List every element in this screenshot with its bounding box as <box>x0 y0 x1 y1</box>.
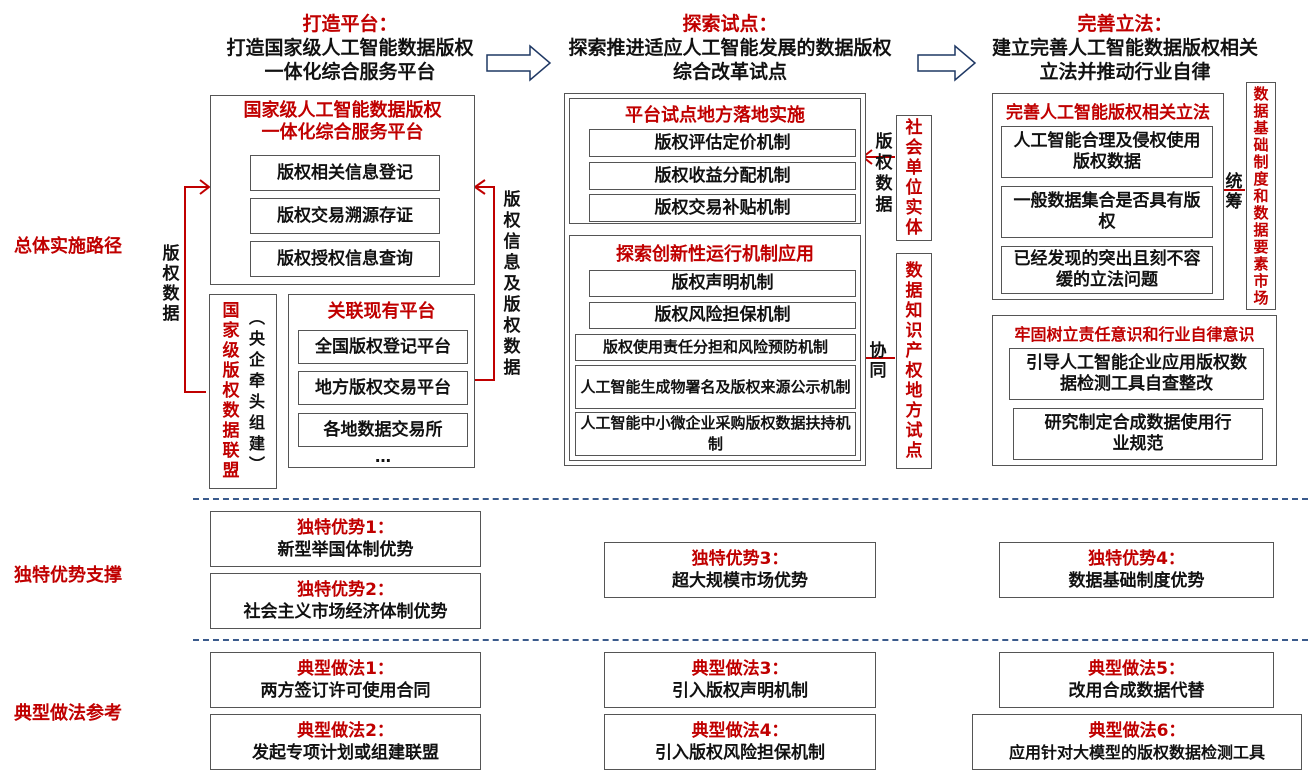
practice-card: 典型做法1： 两方签订许可使用合同 <box>210 652 481 708</box>
pilot-side-label: 版 权 数 据 <box>875 132 893 215</box>
header-arrow-2 <box>917 44 977 82</box>
platform-item: 版权交易溯源存证 <box>250 198 440 234</box>
social-entity-label: 社 会 单 位 实 体 <box>905 118 923 238</box>
advantage-title: 独特优势1： <box>297 518 394 538</box>
advantage-title: 独特优势4： <box>1088 549 1185 569</box>
innovation-item: 人工智能生成物署名及版权来源公示机制 <box>575 365 856 409</box>
legislation-title: 完善人工智能版权相关立法 <box>1006 103 1210 123</box>
left-side-label: 版 权 数 据 <box>162 244 180 324</box>
header-arrow-1 <box>486 44 552 82</box>
pilot-item: 版权交易补贴机制 <box>589 194 856 222</box>
practice-text: 应用针对大模型的版权数据检测工具 <box>1008 743 1265 762</box>
coop-label: 协 同 <box>869 341 887 381</box>
advantage-text: 超大规模市场优势 <box>672 571 808 591</box>
middle-arrow-label: 版 权 信 息 及 版 权 数 据 <box>503 189 521 378</box>
platform-item: 版权相关信息登记 <box>250 155 440 191</box>
column-subtitle: 探索推进适应人工智能发展的数据版权 综合改革试点 <box>568 37 892 83</box>
innovation-item: 版权声明机制 <box>589 270 856 297</box>
selfdisc-item: 研究制定合成数据使用行业规范 <box>1013 408 1263 460</box>
practice-title: 典型做法1： <box>297 659 394 679</box>
related-item: 各地数据交易所 <box>298 413 468 447</box>
column-header-legislation: 完善立法： 建立完善人工智能数据版权相关 立法并推动行业自律 <box>965 12 1285 84</box>
practice-card: 典型做法6： 应用针对大模型的版权数据检测工具 <box>972 714 1302 770</box>
innovation-item: 人工智能中小微企业采购版权数据扶持机制 <box>575 412 856 456</box>
advantage-text: 社会主义市场经济体制优势 <box>243 602 448 622</box>
related-item: 全国版权登记平台 <box>298 330 468 364</box>
data-market-label: 数 据 基 础 制 度 和 数 据 要 素 市 场 <box>1253 84 1269 307</box>
practice-text: 发起专项计划或组建联盟 <box>252 743 439 763</box>
alliance-note: ︵ 央 企 牵 头 组 建 ︶ <box>248 308 265 474</box>
platform-item: 版权授权信息查询 <box>250 241 440 277</box>
platform-title: 国家级人工智能数据版权 一体化综合服务平台 <box>243 100 442 143</box>
advantage-card: 独特优势1： 新型举国体制优势 <box>210 511 481 567</box>
advantage-card: 独特优势3： 超大规模市场优势 <box>604 542 876 598</box>
data-market-box <box>1246 82 1276 310</box>
innovation-item: 版权风险担保机制 <box>589 302 856 329</box>
column-title: 完善立法： <box>1077 13 1173 35</box>
legislation-item: 人工智能合理及侵权使用版权数据 <box>1001 126 1213 178</box>
practice-title: 典型做法4： <box>691 721 789 741</box>
practice-title: 典型做法2： <box>297 721 394 741</box>
row-label-advantages: 独特优势支撑 <box>14 565 122 586</box>
row-label-practices: 典型做法参考 <box>14 703 122 724</box>
social-entity-box <box>896 115 932 241</box>
left-data-arrow <box>184 179 211 393</box>
selfdisc-title: 牢固树立责任意识和行业自律意识 <box>1014 325 1255 344</box>
pilot-item: 版权评估定价机制 <box>589 129 856 157</box>
innovation-item: 版权使用责任分担和风险预防机制 <box>575 334 856 361</box>
practice-title: 典型做法3： <box>691 659 789 679</box>
column-header-platform: 打造平台： 打造国家级人工智能数据版权 一体化综合服务平台 <box>200 12 500 84</box>
practice-card: 典型做法2： 发起专项计划或组建联盟 <box>210 714 481 770</box>
column-title: 探索试点： <box>682 13 778 35</box>
advantage-title: 独特优势3： <box>691 549 789 569</box>
advantage-text: 数据基础制度优势 <box>1068 571 1205 591</box>
practice-card: 典型做法3： 引入版权声明机制 <box>604 652 876 708</box>
divider-2 <box>193 639 1308 641</box>
pilot-item: 版权收益分配机制 <box>589 162 856 190</box>
practice-text: 引入版权声明机制 <box>672 681 808 701</box>
advantage-card: 独特优势2： 社会主义市场经济体制优势 <box>210 573 481 629</box>
practice-title: 典型做法6： <box>1088 721 1186 741</box>
related-title: 关联现有平台 <box>327 301 436 322</box>
column-subtitle: 打造国家级人工智能数据版权 一体化综合服务平台 <box>226 37 474 83</box>
divider-1 <box>193 498 1308 500</box>
advantage-card: 独特优势4： 数据基础制度优势 <box>999 542 1274 598</box>
alliance-box <box>209 294 277 489</box>
legislation-item: 已经发现的突出且刻不容缓的立法问题 <box>1001 246 1213 294</box>
selfdisc-item: 引导人工智能企业应用版权数据检测工具自查整改 <box>1009 348 1264 400</box>
practice-text: 改用合成数据代替 <box>1068 681 1205 701</box>
column-header-pilot: 探索试点： 探索推进适应人工智能发展的数据版权 综合改革试点 <box>545 12 915 84</box>
alliance-label: 国 家 级 版 权 数 据 联 盟 <box>222 301 240 481</box>
practice-text: 两方签订许可使用合同 <box>260 681 431 701</box>
advantage-text: 新型举国体制优势 <box>277 540 414 560</box>
local-pilot-box <box>896 253 932 469</box>
practice-title: 典型做法5： <box>1088 659 1185 679</box>
practice-card: 典型做法5： 改用合成数据代替 <box>999 652 1274 708</box>
column-subtitle: 建立完善人工智能数据版权相关 立法并推动行业自律 <box>991 37 1258 83</box>
practice-text: 引入版权风险担保机制 <box>655 743 825 763</box>
legislation-item: 一般数据集合是否具有版权 <box>1001 186 1213 238</box>
overall-label: 统 筹 <box>1225 172 1243 212</box>
local-pilot-label: 数 据 知 识 产 权 地 方 试 点 <box>905 261 923 461</box>
pilot-title: 平台试点地方落地实施 <box>625 105 805 126</box>
innovation-title: 探索创新性运行机制应用 <box>616 244 814 265</box>
related-item: 地方版权交易平台 <box>298 371 468 405</box>
practice-card: 典型做法4： 引入版权风险担保机制 <box>604 714 876 770</box>
row-label-path: 总体实施路径 <box>14 236 122 257</box>
middle-info-arrow <box>473 179 495 381</box>
related-more: … <box>375 447 391 466</box>
advantage-title: 独特优势2： <box>297 580 394 600</box>
column-title: 打造平台： <box>302 13 398 35</box>
